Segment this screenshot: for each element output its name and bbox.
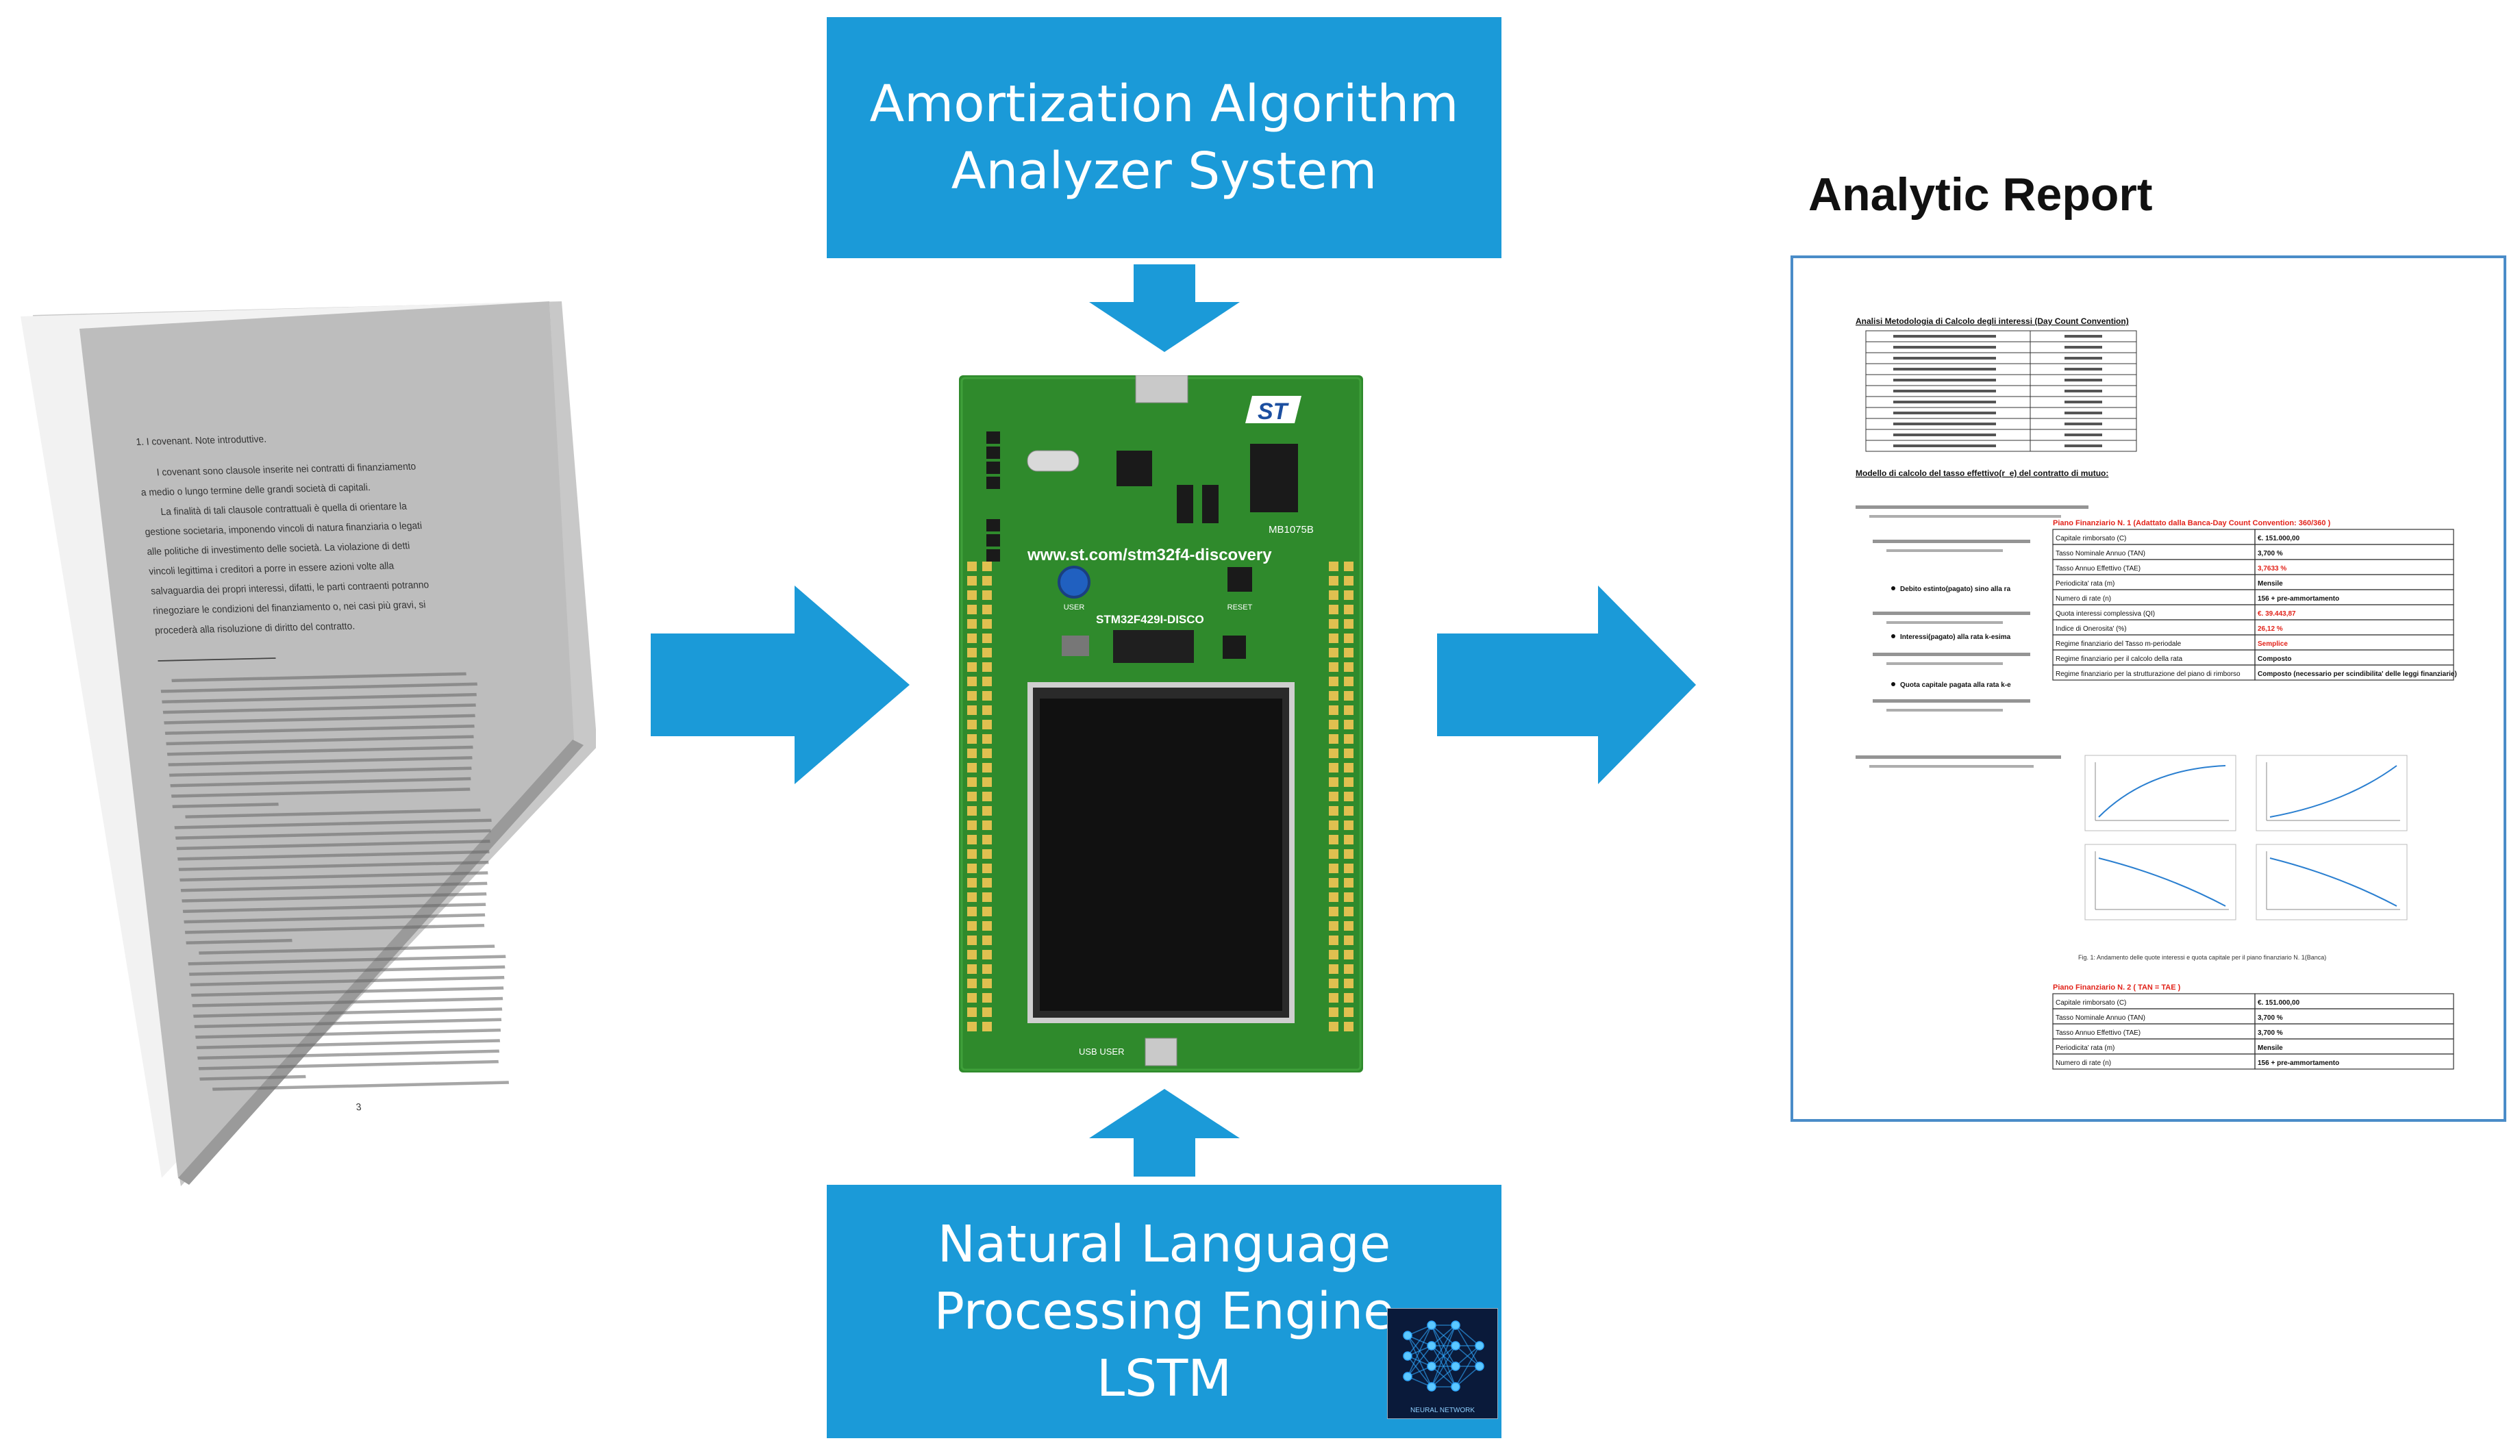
plan-cell-label: Periodicita' rata (m): [2056, 580, 2114, 588]
report-bullets: Debito estinto(pagato) sino alla ra Inter…: [1891, 586, 2011, 689]
svg-text:USER: USER: [1064, 603, 1085, 612]
formula-block: [1856, 505, 2088, 768]
plan-cell-label: Indice di Onerosita' (%): [2056, 625, 2127, 633]
plan-cell-value: Mensile: [2258, 580, 2283, 588]
plan-cell-value: 156 + pre-ammortamento: [2258, 1059, 2339, 1067]
bottom-box-line-2: Processing Engine: [934, 1282, 1395, 1341]
bottom-box-line-1: Natural Language: [937, 1215, 1391, 1274]
board-url: www.st.com/stm32f4-discovery: [1027, 546, 1272, 564]
bottom-box-line-3: LSTM: [1096, 1349, 1232, 1408]
right-pin-header: [1329, 562, 1353, 1031]
footnote-text: [160, 672, 510, 1091]
plan-cell-value: 3,7633 %: [2258, 565, 2286, 573]
gyro-chip: [1250, 444, 1298, 512]
plan-cell-value: €. 39.443,87: [2258, 610, 2296, 618]
plan-cell-label: Capitale rimborsato (C): [2056, 999, 2126, 1007]
report-section2-heading: Modello di calcolo del tasso effettivo(r…: [1856, 468, 2108, 478]
report-bullet: Quota capitale pagata alla rata k-e: [1900, 681, 2011, 689]
stm32-discovery-board: ST MB1075B www.st.com/stm32f4-discovery …: [959, 375, 1363, 1072]
plan-cell-value: Semplice: [2258, 640, 2288, 648]
report-mini-charts: [2084, 755, 2408, 920]
plan-cell-value: 3,700 %: [2258, 1029, 2283, 1037]
plan-cell-label: Tasso Nominale Annuo (TAN): [2056, 1014, 2145, 1022]
neural-network-label: NEURAL NETWORK: [1410, 1407, 1475, 1414]
board-model: STM32F429I-DISCO: [1096, 613, 1204, 626]
stlink-chip: [1116, 451, 1152, 486]
plan-cell-value: 3,700 %: [2258, 550, 2283, 557]
plan-cell-label: Tasso Annuo Effettivo (TAE): [2056, 1029, 2141, 1037]
report-bullet: Debito estinto(pagato) sino alla ra: [1900, 586, 2011, 593]
reset-button[interactable]: [1227, 567, 1252, 592]
plan-cell-value: €. 151.000,00: [2258, 999, 2300, 1007]
plan2-table: Capitale rimborsato (C) €. 151.000,00Tass…: [2052, 993, 2454, 1070]
lcd-screen: [1040, 699, 1282, 1011]
plan-cell-label: Quota interessi complessiva (QI): [2056, 610, 2155, 618]
amortization-analyzer-box: Amortization Algorithm Analyzer System: [827, 17, 1501, 258]
arrow-up-bottom: [1089, 1089, 1240, 1177]
plan-cell-value: Composto (necessario per scindibilita' d…: [2258, 670, 2457, 678]
svg-text:ST: ST: [1258, 399, 1290, 425]
analytic-report-page: Analisi Metodologia di Calcolo degli int…: [1791, 255, 2506, 1122]
top-box-line-2: Analyzer System: [951, 142, 1377, 201]
document-page-number: 3: [355, 1101, 362, 1112]
user-button[interactable]: [1058, 566, 1090, 599]
mini-usb-connector: [1135, 375, 1188, 403]
svg-text:USB USER: USB USER: [1079, 1046, 1124, 1057]
board-code: MB1075B: [1269, 524, 1314, 536]
source-document: 1. I covenant. Note introduttive. I cove…: [21, 301, 596, 1186]
plan-cell-value: 156 + pre-ammortamento: [2258, 595, 2339, 603]
day-count-table: [1865, 330, 2137, 452]
plan-cell-label: Regime finanziario del Tasso m-periodale: [2056, 640, 2182, 648]
plan-cell-label: Capitale rimborsato (C): [2056, 535, 2126, 542]
arrow-right-right: [1437, 586, 1696, 784]
plan1-heading: Piano Finanziario N. 1 (Adattato dalla B…: [2053, 519, 2331, 527]
arrow-right-left: [651, 586, 910, 784]
plan-cell-value: €. 151.000,00: [2258, 535, 2300, 542]
svg-text:RESET: RESET: [1227, 603, 1253, 612]
plan-cell-value: 3,700 %: [2258, 1014, 2283, 1022]
document-heading: 1. I covenant. Note introduttive.: [136, 433, 267, 447]
plan-cell-label: Periodicita' rata (m): [2056, 1044, 2114, 1052]
mcu: [1113, 630, 1194, 663]
report-title: Analytic Report: [1808, 168, 2153, 221]
top-pin-header: [986, 431, 1000, 562]
left-pin-header: [967, 562, 992, 1031]
arrow-down-top: [1089, 264, 1240, 352]
plan-cell-value: Composto: [2258, 655, 2291, 663]
st-logo: ST: [1245, 396, 1301, 425]
plan-cell-label: Tasso Nominale Annuo (TAN): [2056, 550, 2145, 557]
plan-cell-value: Mensile: [2258, 1044, 2283, 1052]
plan-cell-label: Regime finanziario per la strutturazione…: [2056, 670, 2241, 678]
plan2-heading: Piano Finanziario N. 2 ( TAN = TAE ): [2053, 983, 2181, 992]
neural-network-icon: NEURAL NETWORK: [1387, 1308, 1498, 1419]
crystal: [1027, 450, 1080, 472]
report-bullet: Interessi(pagato) alla rata k-esima: [1900, 633, 2011, 641]
plan-cell-label: Regime finanziario per il calcolo della …: [2056, 655, 2183, 663]
report-section1-heading: Analisi Metodologia di Calcolo degli int…: [1856, 316, 2129, 326]
plan-cell-value: 26,12 %: [2258, 625, 2283, 633]
plan-cell-label: Tasso Annuo Effettivo (TAE): [2056, 565, 2141, 573]
top-box-line-1: Amortization Algorithm: [869, 75, 1459, 134]
usb-user-connector: [1145, 1038, 1177, 1066]
plan1-table: Capitale rimborsato (C) €. 151.000,00Tass…: [2052, 529, 2457, 681]
plan-cell-label: Numero di rate (n): [2056, 1059, 2111, 1067]
plan-cell-label: Numero di rate (n): [2056, 595, 2111, 603]
svg-text:procederà alla risoluzione di: procederà alla risoluzione di diritto de…: [154, 620, 355, 636]
figure-caption: Fig. 1: Andamento delle quote interessi …: [2078, 954, 2326, 961]
